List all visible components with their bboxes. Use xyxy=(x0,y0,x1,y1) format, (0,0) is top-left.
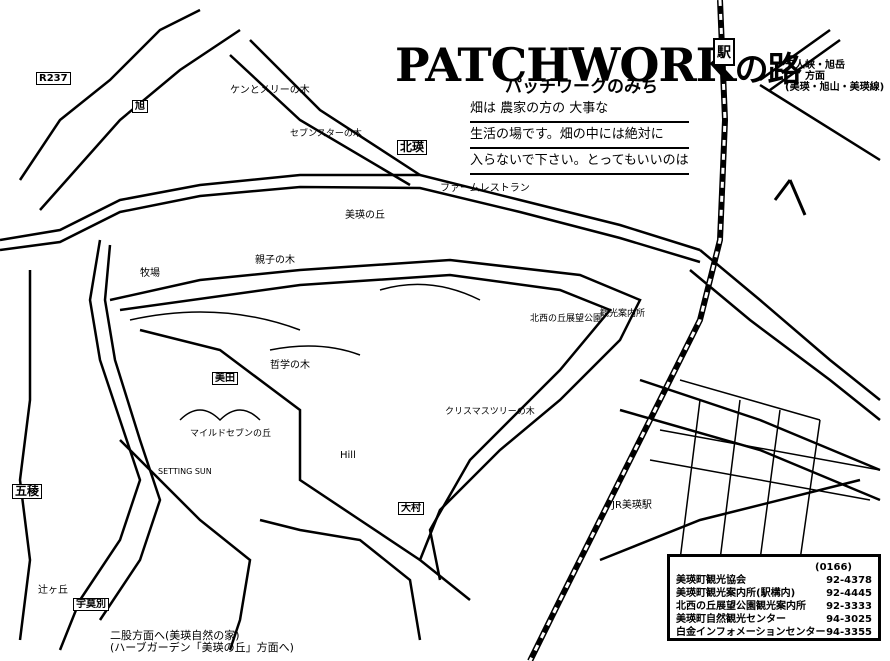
road-r237 xyxy=(0,173,701,252)
phone-row: 美瑛町観光協会 92-4378 xyxy=(676,574,872,587)
field-notice: 畑は 農家の方の 大事な 生活の場です。畑の中には絶対に 入らないで下さい。とっ… xyxy=(470,97,689,175)
direction-label: 方面 xyxy=(805,71,825,82)
place-label: JR美瑛駅 xyxy=(612,500,652,511)
place-label: 辻ヶ丘 xyxy=(38,585,68,596)
road-sign-goryo: 五稜 xyxy=(12,484,43,500)
road-sign-hokuei: 北瑛 xyxy=(397,140,428,156)
road-center-south xyxy=(139,328,421,562)
route-4-arrow xyxy=(773,179,807,216)
phone-name: 美瑛町観光協会 xyxy=(676,575,746,586)
railway-ties xyxy=(528,0,727,661)
place-label: ケンとメリーの木 xyxy=(230,85,310,96)
place-label: セブンスターの木 xyxy=(290,129,362,139)
phone-number: 94-3355 xyxy=(826,627,872,638)
road-southwest xyxy=(119,439,252,651)
place-label: 観光案内所 xyxy=(600,309,646,319)
place-label: 牧場 xyxy=(140,268,160,279)
place-label: マイルドセブンの丘 xyxy=(190,429,272,439)
direction-label: (美瑛・旭山・美瑛線) xyxy=(785,82,885,93)
phone-directory: (0166) 美瑛町観光協会 92-4378 美瑛町観光案内所(駅構内) 92-44… xyxy=(667,554,881,641)
road-sign-asahi: 旭 xyxy=(132,100,148,113)
road-south xyxy=(259,518,422,641)
phone-number: 94-3025 xyxy=(826,614,872,625)
direction-top-right: 天人峡・旭岳 方面 (美瑛・旭山・美瑛線) xyxy=(785,60,884,93)
phone-name: 白金インフォメーションセンター xyxy=(676,627,826,638)
road-west-2 xyxy=(98,244,162,621)
road-north-2 xyxy=(39,28,241,211)
road-big-loop-inner xyxy=(119,273,613,581)
road-north xyxy=(18,8,201,181)
road-sign-r237: R237 xyxy=(36,72,71,85)
direction-label: 二股方面へ(美瑛自然の家) xyxy=(110,629,240,642)
road-diagonal xyxy=(229,39,421,187)
place-label: 美瑛の丘 xyxy=(345,210,385,221)
notice-line: 畑は 農家の方の 大事な xyxy=(470,97,689,123)
direction-label: (ハーブガーデン「美瑛の丘」方面へ) xyxy=(110,641,294,655)
phone-name: 美瑛町観光案内所(駅構内) xyxy=(676,588,796,599)
road-r237-inner xyxy=(0,185,701,264)
place-label: 北西の丘展望公園 xyxy=(530,314,603,324)
place-label: ファームレストラン xyxy=(440,183,530,194)
phone-name: 美瑛町自然観光センター xyxy=(676,614,786,625)
place-label: クリスマスツリーの木 xyxy=(445,407,535,417)
place-label: 親子の木 xyxy=(255,255,295,266)
town-grid xyxy=(649,379,881,561)
direction-bottom: 二股方面へ(美瑛自然の家) (ハーブガーデン「美瑛の丘」方面へ) xyxy=(110,629,294,655)
map-title: PATCHWORKの路 xyxy=(395,38,802,92)
road-west xyxy=(58,239,142,651)
phone-name: 北西の丘展望公園観光案内所 xyxy=(676,601,806,612)
place-label: Hill xyxy=(340,450,356,461)
road-far-west xyxy=(18,270,32,641)
phone-number: 92-4378 xyxy=(826,575,872,586)
road-se xyxy=(599,378,881,562)
area-code: (0166) xyxy=(815,562,852,573)
road-east xyxy=(689,249,881,421)
road-sign-ubakubetsu: 宇莫別 xyxy=(73,598,109,611)
road-sign-omura: 大村 xyxy=(398,502,424,515)
phone-row: 美瑛町観光案内所(駅構内) 92-4445 xyxy=(676,587,872,600)
place-label: 哲学の木 xyxy=(270,360,310,371)
road-northeast xyxy=(759,28,881,162)
direction-label: 天人峡・旭岳 xyxy=(785,60,845,71)
road-sign-mita: 美田 xyxy=(212,372,238,385)
place-label: SETTING SUN xyxy=(158,467,212,476)
map-subtitle: パッチワークのみち xyxy=(505,77,658,97)
phone-number: 92-3333 xyxy=(826,601,872,612)
phone-row: 美瑛町自然観光センター 94-3025 xyxy=(676,613,872,626)
phone-number: 92-4445 xyxy=(826,588,872,599)
station-icon: 駅 xyxy=(713,38,735,66)
phone-row: 北西の丘展望公園観光案内所 92-3333 xyxy=(676,600,872,613)
notice-line: 生活の場です。畑の中には絶対に xyxy=(470,123,689,149)
notice-line: 入らないで下さい。とってもいいのは xyxy=(470,149,689,175)
hill-lines xyxy=(129,283,481,422)
